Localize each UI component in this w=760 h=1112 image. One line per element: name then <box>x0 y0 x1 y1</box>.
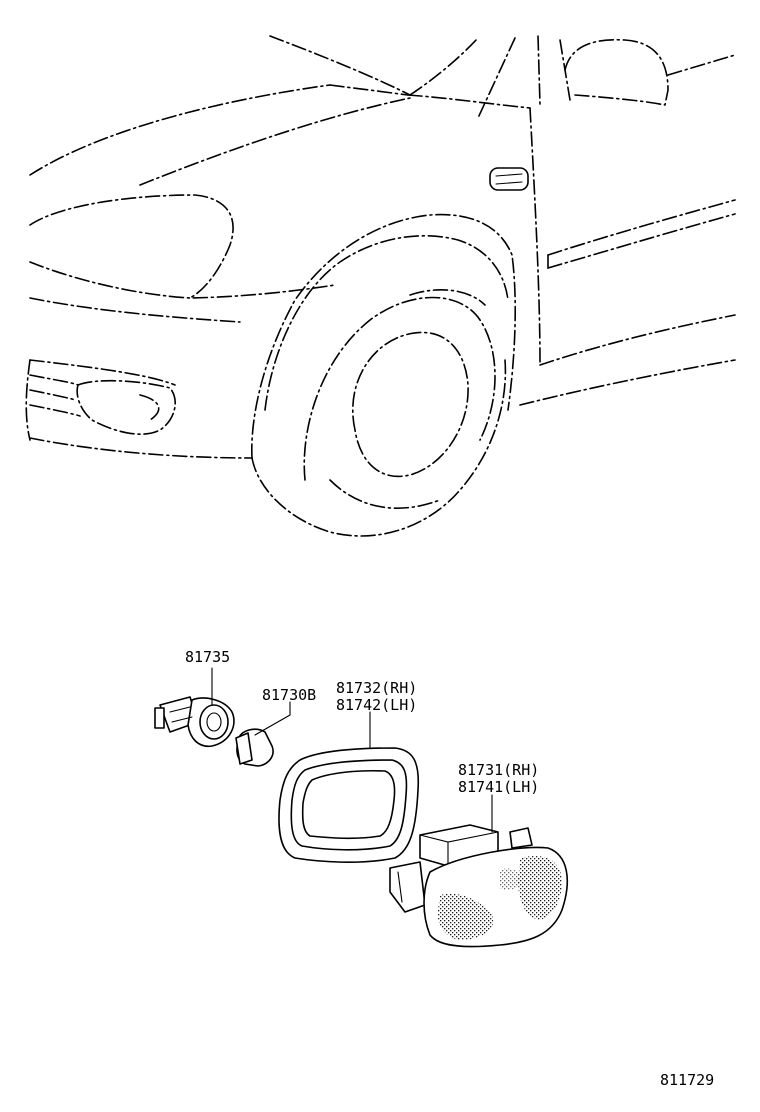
label-gasket-rh: 81732(RH) <box>336 679 417 697</box>
label-socket: 81735 <box>185 648 230 666</box>
fender-side-marker <box>489 167 529 191</box>
label-gasket-lh: 81742(LH) <box>336 696 417 714</box>
bulb-part <box>235 728 274 767</box>
bulb-leader <box>254 701 291 736</box>
socket-part <box>154 696 235 748</box>
gasket-part <box>278 747 420 863</box>
label-lamp-rh: 81731(RH) <box>458 761 539 779</box>
label-bulb: 81730B <box>262 686 316 704</box>
car-outline <box>25 35 736 537</box>
lamp-assembly-part <box>389 824 569 948</box>
label-lamp-lh: 81741(LH) <box>458 778 539 796</box>
figure-number: 811729 <box>660 1071 714 1089</box>
